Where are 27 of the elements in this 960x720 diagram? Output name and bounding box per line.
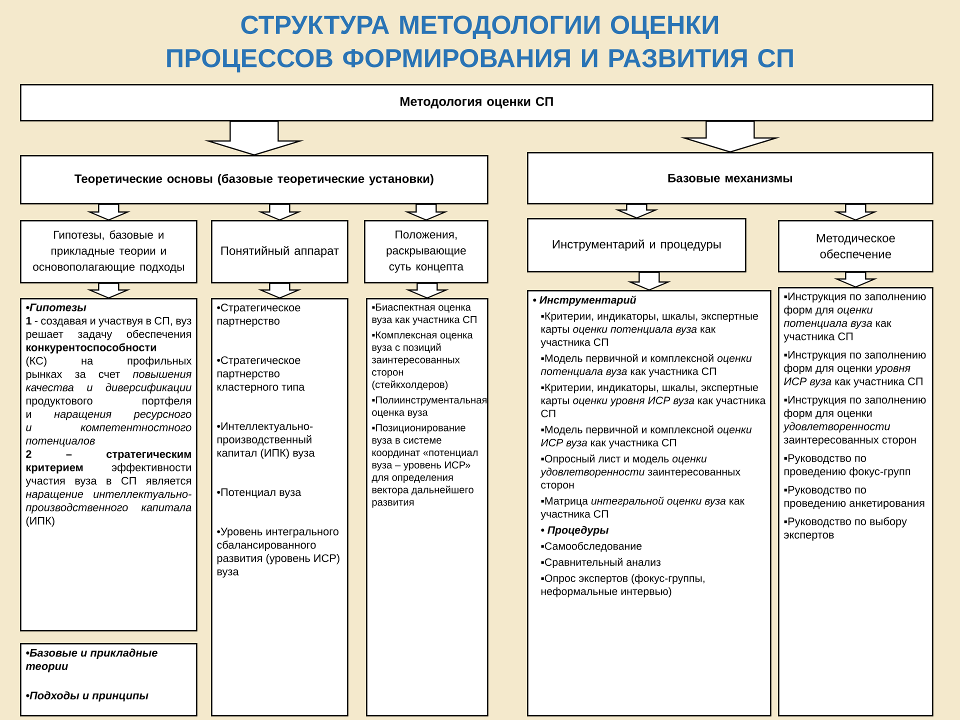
block-arrow xyxy=(86,204,131,221)
block-arrow xyxy=(834,272,878,288)
block-arrow xyxy=(404,204,448,221)
category-box: Базовые механизмы xyxy=(527,152,934,204)
block-arrow xyxy=(258,282,302,299)
block-arrow xyxy=(258,204,302,221)
block-arrow xyxy=(680,120,780,153)
block-arrow xyxy=(204,120,304,156)
block-arrow xyxy=(86,282,131,299)
detail-box: •Гипотезы 1 - создавая и участвуя в СП, вуз решает задачу обеспечения конкурентоспособности (КС) на профильных рынках за счет повышения качества и диверсификации продуктового портфеля и наращения ресурсного и компетентностного потенциалов 2 – стратегическим критерием эффективности участия вуза в СП является наращение интеллектуально-производственного капитала (ИПК) xyxy=(20,298,198,632)
block-arrow xyxy=(614,204,659,219)
detail-box: ▪Инструкция по заполнению форм для оценки потенциала вуза как участника СП ▪Инструкция по заполнению форм для оценки уровня ИСР вуза как участника СП ▪Инструкция по заполнению форм для оценки удовлетворенности заинтересованных сторон ▪Руководство по проведению фокус-групп ▪Руководство по проведению анкетирования ▪Руководство по выбору экспертов xyxy=(778,287,934,716)
detail-box: •Базовые и прикладные теории •Подходы и принципы xyxy=(20,643,198,716)
subcategory-box: Понятийный аппарат xyxy=(211,220,348,284)
subcategory-box: Положения, раскрывающие суть концепта xyxy=(364,220,488,284)
block-arrow xyxy=(627,272,672,291)
subcategory-box: Методическое обеспечение xyxy=(778,220,934,272)
detail-box: •Стратегическое партнерство •Стратегическое партнерство кластерного типа •Интеллектуально-производственный капитал (ИПК) вуза •Потенциал вуза •Уровень интегрального сбалансированного развития (уровень ИСР) вуза xyxy=(211,298,348,716)
detail-box: • Инструментарий ▪Критерии, индикаторы, шкалы, экспертные карты оценки потенциала вуза как участника СП ▪Модель первичной и комплексной оценки потенциала вуза как участника СП ▪Критерии, индикаторы, шкалы, экспертные карты оценки уровня ИСР вуза как участника СП ▪Модель первичной и комплексной оценки ИСР вуза как участника СП ▪Опросный лист и модель оценки удовлетворенности заинтересованных сторон ▪Матрица интегральной оценки вуза как участника СП • Процедуры ▪Самообследование ▪Сравнительный анализ ▪Опрос экспертов (фокус-группы, неформальные интервью) xyxy=(527,290,772,716)
block-arrow xyxy=(834,204,878,221)
title: СТРУКТУРА МЕТОДОЛОГИИ ОЦЕНКИ ПРОЦЕССОВ ФОРМИРОВАНИЯ И РАЗВИТИЯ СП xyxy=(167,16,793,72)
subcategory-box: Гипотезы, базовые и прикладные теории и основополагающие подходы xyxy=(20,220,198,284)
category-box: Теоретические основы (базовые теоретические установки) xyxy=(20,155,488,204)
block-arrow xyxy=(405,282,450,299)
header-box: Методология оценки СП xyxy=(20,84,934,122)
subcategory-box: Инструментарий и процедуры xyxy=(527,218,746,272)
detail-box: ▪Биаспектная оценка вуза как участника СП ▪Комплексная оценка вуза с позиций заинтересованных сторон (стейкхолдеров) ▪Полиинструментальная оценка вуза ▪Позиционирование вуза в системе координат «потенциал вуза – уровень ИСР» для определения вектора дальнейшего развития xyxy=(366,298,488,716)
